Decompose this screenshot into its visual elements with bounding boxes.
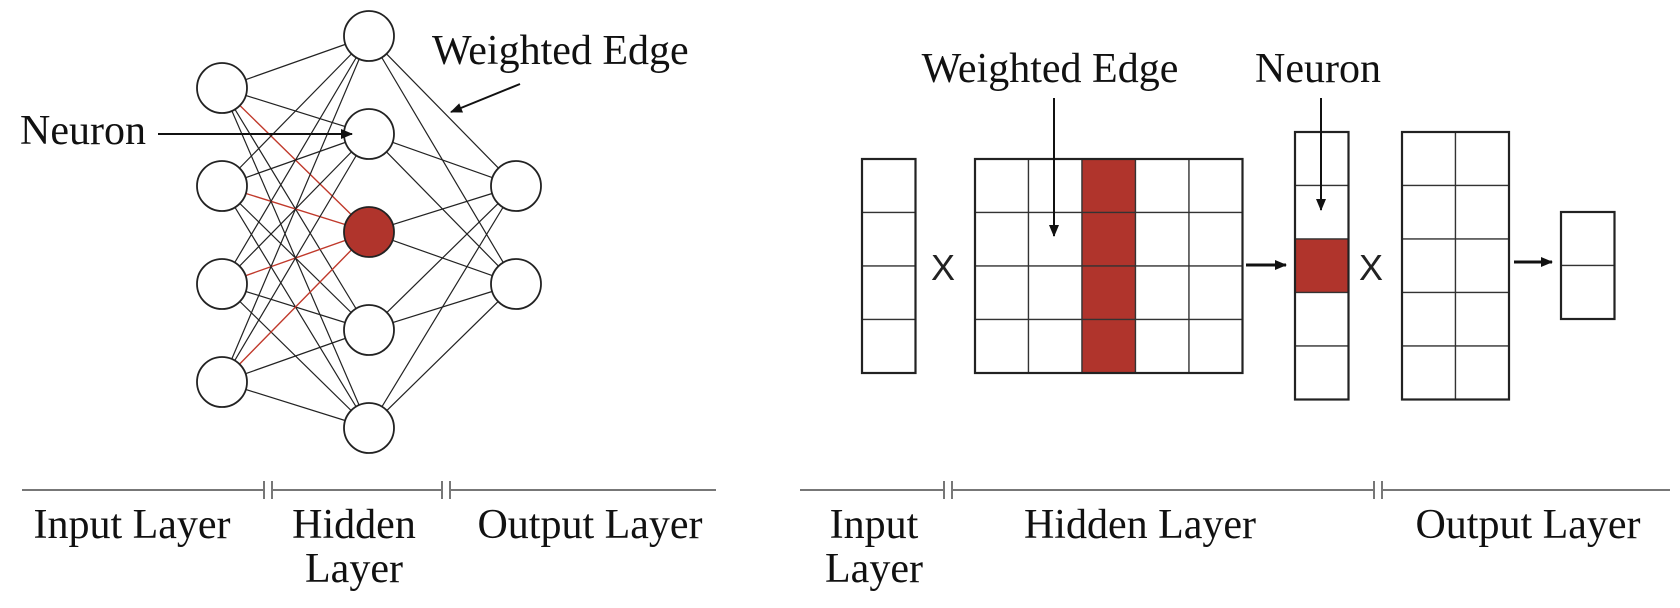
left-layer-axis	[22, 481, 716, 499]
output-weight-matrix-cell-r5-c2	[1454, 345, 1510, 401]
input-vector-cell-r1-c1	[861, 158, 917, 214]
right-input-layer-label-line2: Layer	[825, 546, 923, 592]
weighted-edge-arrow	[450, 83, 521, 113]
left-hidden-layer-label-line2: Layer	[305, 546, 403, 592]
right-output-layer-label: Output Layer	[1415, 502, 1640, 548]
left-hidden-layer-label-line1: Hidden	[292, 502, 416, 548]
hidden-neuron-1	[343, 10, 395, 62]
highlighted-hidden-neuron	[343, 206, 395, 258]
weight-matrix-cell-r1-c4	[1134, 158, 1190, 214]
output-weight-matrix	[1400, 130, 1511, 401]
output-weight-matrix-cell-r2-c2	[1454, 184, 1510, 240]
edge-input-4-hidden-3	[221, 231, 370, 383]
edge-input-4-hidden-4	[221, 329, 370, 383]
output-vector	[1559, 210, 1616, 321]
matrix-grids	[860, 130, 1616, 401]
output-weight-matrix-cell-r4-c2	[1454, 291, 1510, 347]
weight-matrix-border	[973, 157, 1244, 375]
input-vector-cell-r4-c1	[861, 318, 917, 374]
hidden-vector-cell-r4-c1	[1294, 291, 1350, 347]
output-weight-matrix-cell-r4-c1	[1401, 291, 1457, 347]
output-vector-cell-r1-c1	[1560, 211, 1616, 267]
weight-matrix-cell-r1-c2	[1027, 158, 1083, 214]
hidden-vector-cell-r5-c1	[1294, 345, 1350, 401]
edge-input-1-hidden-1	[221, 35, 370, 89]
weight-matrix-cell-r4-c4	[1134, 318, 1190, 374]
edge-hidden-5-output-2	[368, 283, 517, 429]
edge-hidden-4-output-1	[368, 185, 517, 331]
right-input-layer-label-line1: Input	[830, 502, 919, 548]
output-weight-matrix-cell-r3-c2	[1454, 238, 1510, 294]
left-neuron-callout: Neuron	[20, 108, 353, 154]
weight-matrix-cell-r3-c3	[1081, 265, 1137, 321]
weighted-edge-label: Weighted Edge	[432, 28, 689, 74]
input-neuron-3	[196, 258, 248, 310]
output-weight-matrix-border	[1400, 130, 1511, 401]
weight-matrix-cell-r3-c1	[974, 265, 1030, 321]
right-weighted-edge-callout: Weighted Edge	[922, 46, 1179, 237]
output-neuron-1	[490, 160, 542, 212]
right-layer-axis	[800, 481, 1670, 499]
weight-matrix-cell-r1-c3	[1081, 158, 1137, 214]
weight-matrix-cell-r1-c1	[974, 158, 1030, 214]
weight-matrix-cell-r3-c4	[1134, 265, 1190, 321]
edge-hidden-1-output-1	[368, 35, 517, 187]
multiply-symbol-2: X	[1359, 247, 1383, 288]
weight-matrix-cell-r4-c1	[974, 318, 1030, 374]
input-neuron-2	[196, 160, 248, 212]
weight-matrix-cell-r4-c2	[1027, 318, 1083, 374]
weight-matrix-cell-r2-c3	[1081, 211, 1137, 267]
output-weight-matrix-cell-r2-c1	[1401, 184, 1457, 240]
input-vector-cell-r2-c1	[861, 211, 917, 267]
weight-matrix	[973, 157, 1244, 375]
output-weight-matrix-cell-r1-c1	[1401, 131, 1457, 187]
weight-matrix-cell-r2-c1	[974, 211, 1030, 267]
edge-input-2-hidden-1	[221, 35, 370, 187]
output-vector-cell-r2-c1	[1560, 264, 1616, 320]
weight-matrix-cell-r2-c2	[1027, 211, 1083, 267]
weight-matrix-cell-r2-c4	[1134, 211, 1190, 267]
right-hidden-layer-label: Hidden Layer	[1024, 502, 1256, 548]
weight-matrix-cell-r3-c5	[1188, 265, 1244, 321]
left-output-layer-label: Output Layer	[477, 502, 702, 548]
edge-input-4-hidden-1	[221, 35, 370, 383]
output-neuron-2	[490, 258, 542, 310]
right-neuron-callout: Neuron	[1255, 46, 1381, 211]
output-vector-border	[1559, 210, 1616, 321]
edge-input-3-hidden-1	[221, 35, 370, 285]
edge-input-4-hidden-2	[221, 133, 370, 383]
input-neuron-4	[196, 356, 248, 408]
edge-hidden-2-output-1	[368, 133, 517, 187]
output-weight-matrix-cell-r5-c1	[1401, 345, 1457, 401]
neuron-label: Neuron	[20, 108, 146, 154]
input-neuron-1	[196, 62, 248, 114]
right-neuron-label: Neuron	[1255, 46, 1381, 92]
right-weighted-edge-label: Weighted Edge	[922, 46, 1179, 92]
hidden-vector-cell-r3-c1	[1294, 238, 1350, 294]
hidden-neuron-5	[343, 402, 395, 454]
weight-matrix-cell-r2-c5	[1188, 211, 1244, 267]
output-weight-matrix-cell-r1-c2	[1454, 131, 1510, 187]
left-input-layer-label: Input Layer	[33, 502, 230, 548]
weight-matrix-cell-r4-c3	[1081, 318, 1137, 374]
network-neurons	[196, 10, 542, 454]
weight-matrix-cell-r4-c5	[1188, 318, 1244, 374]
input-vector-cell-r3-c1	[861, 265, 917, 321]
hidden-neuron-4	[343, 304, 395, 356]
weight-matrix-cell-r1-c5	[1188, 158, 1244, 214]
input-vector-border	[860, 157, 917, 375]
multiply-symbol-1: X	[931, 247, 955, 288]
edge-hidden-5-output-1	[368, 185, 517, 429]
left-weighted-edge-callout: Weighted Edge	[432, 28, 689, 113]
weight-matrix-cell-r3-c2	[1027, 265, 1083, 321]
output-weight-matrix-cell-r3-c1	[1401, 238, 1457, 294]
input-vector	[860, 157, 917, 375]
